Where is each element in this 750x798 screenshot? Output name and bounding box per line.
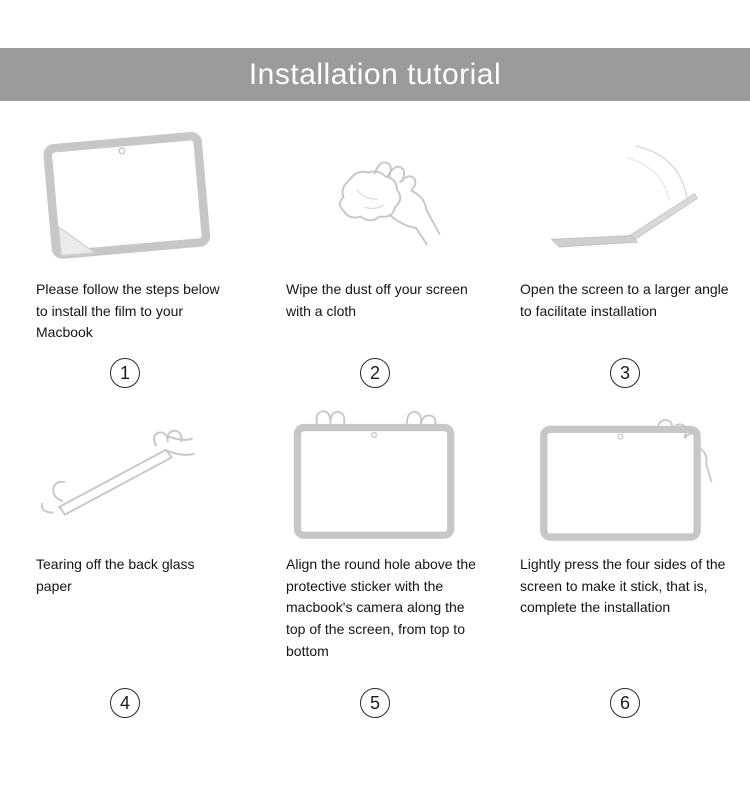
step-caption: Wipe the dust off your screen with a clo… xyxy=(286,281,468,319)
step-number-badge: 3 xyxy=(610,358,640,388)
macbook-screen-film-peel-icon xyxy=(0,117,250,275)
open-laptop-wide-angle-icon xyxy=(500,117,750,275)
step-5: Align the round hole above the protectiv… xyxy=(250,400,500,730)
step-caption: Tearing off the back glass paper xyxy=(36,556,195,594)
step-caption: Align the round hole above the protectiv… xyxy=(286,556,476,659)
header-bar: Installation tutorial xyxy=(0,48,750,101)
step-number-wrap: 6 xyxy=(500,678,750,730)
hand-pressing-screen-edges-icon xyxy=(500,400,750,550)
hands-aligning-screen-icon xyxy=(250,400,500,550)
step-6: Lightly press the four sides of the scre… xyxy=(500,400,750,730)
step-2: Wipe the dust off your screen with a clo… xyxy=(250,117,500,400)
step-number-badge: 2 xyxy=(360,358,390,388)
step-1: Please follow the steps below to install… xyxy=(0,117,250,400)
step-4: Tearing off the back glass paper 4 xyxy=(0,400,250,730)
step-number-badge: 6 xyxy=(610,688,640,718)
step-number-wrap: 3 xyxy=(500,348,750,400)
hands-tearing-back-paper-icon xyxy=(0,400,250,550)
step-number-wrap: 4 xyxy=(0,678,250,730)
step-number-badge: 4 xyxy=(110,688,140,718)
step-3: Open the screen to a larger angle to fac… xyxy=(500,117,750,400)
step-number-badge: 1 xyxy=(110,358,140,388)
step-number-wrap: 5 xyxy=(250,678,500,730)
tutorial-steps-grid: Please follow the steps below to install… xyxy=(0,101,750,730)
step-caption: Lightly press the four sides of the scre… xyxy=(520,556,726,616)
step-number-wrap: 2 xyxy=(250,348,500,400)
page-title: Installation tutorial xyxy=(248,57,502,91)
step-caption: Open the screen to a larger angle to fac… xyxy=(520,281,729,319)
step-caption: Please follow the steps below to install… xyxy=(36,281,220,341)
hand-wiping-cloth-icon xyxy=(250,117,500,275)
step-number-wrap: 1 xyxy=(0,348,250,400)
step-number-badge: 5 xyxy=(360,688,390,718)
